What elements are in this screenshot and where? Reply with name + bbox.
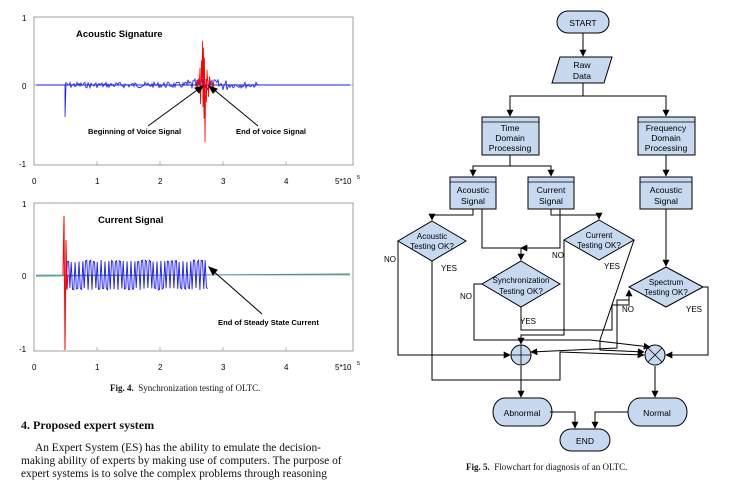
end-node [559, 428, 611, 452]
y-tick: -1 [19, 345, 27, 354]
x-tick: 0 [32, 363, 37, 372]
current-testing-node [562, 219, 636, 261]
sync-testing-label: Synchronization [493, 276, 550, 285]
annotation-end: End of voice Signal [236, 127, 306, 136]
paragraph-line: making ability of experts by making use … [21, 455, 342, 468]
acoustic-signal-label: Acoustic [457, 185, 490, 195]
freq-domain-label: Frequency [646, 123, 687, 133]
yes-label: YES [604, 262, 620, 271]
spectrum-testing-node [627, 266, 705, 308]
spectrum-testing-label: Spectrum [649, 278, 684, 287]
freq-domain-label: Domain [651, 133, 681, 143]
acoustic-testing-label: Acoustic [417, 232, 447, 241]
x-tick: 2 [158, 177, 163, 186]
yes-label: YES [520, 317, 536, 326]
x-tick: 1 [95, 363, 100, 372]
acoustic-signal-label: Signal [461, 196, 485, 206]
no-label: NO [622, 305, 634, 314]
acoustic-plot-frame [33, 16, 354, 166]
spectrum-testing-label: Testing OK? [644, 288, 688, 297]
y-tick: 0 [22, 272, 27, 281]
acoustic-signal-2-label: Acoustic [650, 185, 683, 195]
time-domain-label: Time [501, 123, 520, 133]
current-testing-label: Testing OK? [577, 241, 621, 250]
x-tick: 3 [221, 177, 226, 186]
abnormal-label: Abnormal [504, 408, 541, 418]
x-tick: 4 [284, 363, 289, 372]
x-tick: 2 [158, 363, 163, 372]
x-tick: 0 [32, 177, 37, 186]
freq-domain-label: Processing [645, 143, 688, 153]
raw-data-label: Raw [573, 60, 591, 70]
arrow-beginning [147, 87, 201, 127]
figure-4-plots: Acoustic Signature Beginning of Voice Si… [19, 14, 360, 372]
acoustic-spike-trace [195, 40, 217, 143]
paragraph-line: expert systems is to solve the complex p… [21, 468, 327, 481]
y-tick: 1 [22, 14, 27, 23]
time-domain-label: Processing [489, 143, 532, 153]
abnormal-node [492, 397, 553, 427]
y-tick: 0 [22, 82, 27, 91]
current-signal-label: Signal [539, 196, 563, 206]
section-paragraph: An Expert System (ES) has the ability to… [21, 442, 353, 482]
current-plot: Current Signal End of Steady State Curre… [19, 200, 360, 372]
sync-testing-label: Testing OK? [499, 287, 543, 296]
no-label: NO [460, 292, 472, 301]
x-tick: 5*10 [335, 177, 352, 186]
freq-domain-node [637, 116, 696, 156]
flow-connectors [397, 33, 709, 429]
x-tick: 3 [221, 363, 226, 372]
acoustic-signal-2-label: Signal [654, 196, 678, 206]
no-label: NO [384, 255, 396, 264]
raw-data-label: Data [573, 71, 591, 81]
y-tick: -1 [19, 160, 27, 169]
figure-5-caption: Fig. 5. Flowchart for diagnosis of an OL… [466, 462, 627, 472]
x-exponent: 5 [357, 361, 360, 367]
raw-data-node [551, 56, 613, 84]
acoustic-testing-label: Testing OK? [410, 242, 454, 251]
normal-label: Normal [643, 408, 671, 418]
x-tick: 4 [284, 177, 289, 186]
acoustic-testing-node [397, 220, 467, 262]
normal-node [627, 397, 688, 427]
section-heading: 4. Proposed expert system [21, 418, 155, 432]
figure-4-caption: Fig. 4. Synchronization testing of OLTC. [110, 383, 260, 393]
current-red-spike [62, 215, 69, 351]
end-label: END [576, 436, 594, 446]
acoustic-noise-trace [63, 77, 259, 92]
time-domain-label: Domain [495, 133, 525, 143]
acoustic-noise-band [63, 77, 259, 118]
current-oscillation-band [65, 258, 208, 292]
acoustic-plot: Acoustic Signature Beginning of Voice Si… [19, 14, 360, 186]
arrow-end [211, 87, 259, 127]
current-testing-label: Current [586, 231, 613, 240]
y-tick: 1 [22, 200, 27, 209]
annotation-steady-state: End of Steady State Current [218, 318, 319, 327]
current-band-trace [65, 258, 208, 292]
x-tick: 1 [95, 177, 100, 186]
figure-4-number: Fig. 4. [110, 383, 134, 393]
x-tick: 5*10 [335, 363, 352, 372]
x-exponent: 5 [357, 175, 360, 181]
yes-label: YES [441, 264, 457, 273]
acoustic-title: Acoustic Signature [76, 29, 163, 40]
current-signal-label: Current [537, 185, 566, 195]
yes-label: YES [686, 305, 702, 314]
current-title: Current Signal [98, 215, 163, 226]
figure-5-flowchart: START Raw Data Time Domain Processing Fr… [384, 10, 709, 452]
acoustic-red-spike [195, 40, 217, 143]
start-label: START [569, 18, 597, 28]
no-label: NO [552, 251, 564, 260]
annotation-beginning: Beginning of Voice Signal [88, 127, 181, 136]
current-spike-trace [62, 215, 69, 351]
paragraph-line: An Expert System (ES) has the ability to… [35, 442, 321, 454]
arrow-steady-state [211, 269, 263, 315]
figure-4-text: Synchronization testing of OLTC. [138, 383, 261, 393]
figure-5-number: Fig. 5. [466, 462, 490, 472]
acoustic-initial-spike [64, 84, 67, 118]
figure-5-text: Flowchart for diagnosis of an OLTC. [494, 462, 628, 472]
